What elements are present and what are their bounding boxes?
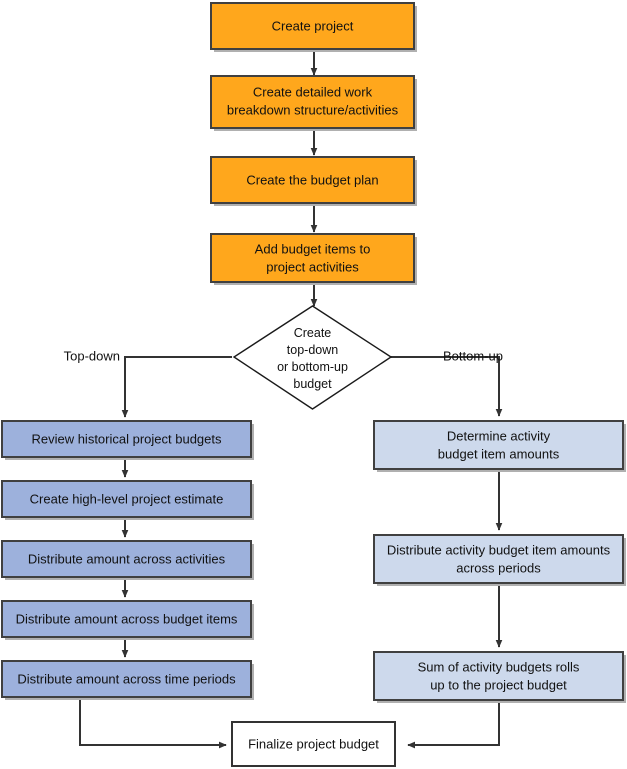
node-review-historical-budgets[interactable]: Review historical project budgets — [1, 420, 254, 460]
node-body[interactable] — [373, 534, 624, 584]
node-label: Create high-level project estimate — [30, 491, 224, 506]
node-create-project[interactable]: Create project — [210, 2, 417, 52]
node-sum-activity-budgets[interactable]: Sum of activity budgets rolls up to the … — [373, 651, 626, 703]
node-create-high-level-estimate[interactable]: Create high-level project estimate — [1, 480, 254, 520]
connector-decision-left-branch — [121, 356, 232, 418]
connectors — [79, 51, 503, 749]
node-determine-activity-amounts[interactable]: Determine activity budget item amounts — [373, 420, 626, 472]
decision-label-line4: budget — [293, 377, 332, 391]
node-label: Create project — [272, 18, 354, 33]
node-distribute-activity-amounts-across-periods[interactable]: Distribute activity budget item amounts … — [373, 534, 626, 586]
node-create-wbs[interactable]: Create detailed work breakdown structure… — [210, 75, 417, 131]
node-body[interactable] — [210, 75, 415, 129]
node-label-line1: Distribute activity budget item amounts — [387, 542, 611, 557]
node-distribute-across-budget-items[interactable]: Distribute amount across budget items — [1, 600, 254, 640]
node-label-line2: across periods — [456, 560, 541, 575]
node-body[interactable] — [210, 233, 415, 283]
node-label: Distribute amount across time periods — [17, 671, 236, 686]
connector-left5-to-finalize — [79, 698, 227, 749]
connector-decision-right-branch — [391, 356, 503, 417]
node-label-line1: Sum of activity budgets rolls — [418, 659, 580, 674]
node-label: Finalize project budget — [248, 736, 379, 751]
node-label: Distribute amount across budget items — [16, 611, 238, 626]
decision-shape[interactable] — [232, 305, 393, 410]
node-label: Create the budget plan — [246, 172, 378, 187]
decision-label-line1: Create — [294, 326, 332, 340]
node-body[interactable] — [231, 721, 396, 767]
branch-label-bottom-up: Bottom-up — [443, 348, 503, 363]
node-add-budget-items[interactable]: Add budget items to project activities — [210, 233, 417, 285]
node-create-budget-plan[interactable]: Create the budget plan — [210, 156, 417, 206]
node-body[interactable] — [210, 156, 415, 204]
node-label-line1: Determine activity — [447, 428, 551, 443]
node-body[interactable] — [1, 420, 252, 458]
decision-label-line3: or bottom-up — [277, 360, 348, 374]
node-body[interactable] — [373, 651, 624, 701]
node-body[interactable] — [1, 600, 252, 638]
node-body[interactable] — [1, 660, 252, 698]
node-body[interactable] — [1, 480, 252, 518]
node-body[interactable] — [1, 540, 252, 578]
node-label-line2: project activities — [266, 259, 359, 274]
node-decision-budget-type[interactable]: Create top-down or bottom-up budget — [232, 305, 393, 410]
branch-label-top-down: Top-down — [64, 348, 120, 363]
node-distribute-across-time-periods[interactable]: Distribute amount across time periods — [1, 660, 254, 700]
node-label-line2: budget item amounts — [438, 446, 560, 461]
node-finalize-project-budget[interactable]: Finalize project budget — [231, 721, 396, 767]
node-body[interactable] — [373, 420, 624, 470]
node-label-line2: up to the project budget — [430, 677, 567, 692]
connector-right3-to-finalize — [407, 699, 500, 749]
node-label-line2: breakdown structure/activities — [227, 102, 399, 117]
node-label: Distribute amount across activities — [28, 551, 226, 566]
node-label-line1: Create detailed work — [253, 84, 373, 99]
decision-label-line2: top-down — [287, 343, 338, 357]
node-label-line1: Add budget items to — [255, 241, 371, 256]
node-label: Review historical project budgets — [31, 431, 222, 446]
node-distribute-across-activities[interactable]: Distribute amount across activities — [1, 540, 254, 580]
node-body[interactable] — [210, 2, 415, 50]
